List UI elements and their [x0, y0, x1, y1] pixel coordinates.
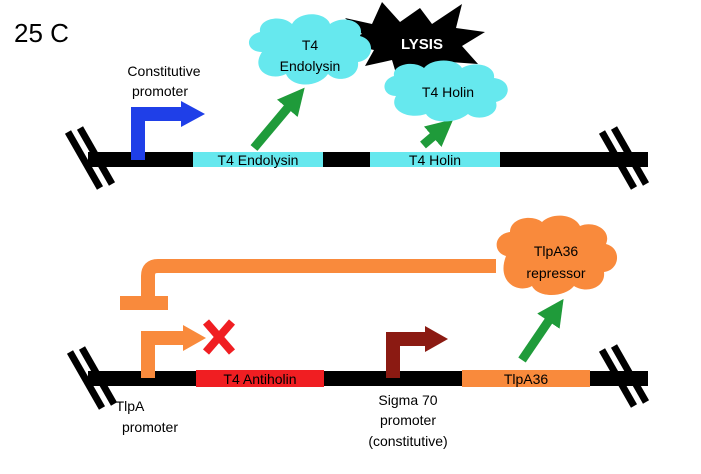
gene-t4-endolysin [193, 152, 323, 167]
gene-t4-antiholin [196, 370, 324, 387]
sigma70-promoter-label-2: promoter [380, 412, 436, 428]
sigma70-promoter-label-3: (constitutive) [368, 433, 447, 449]
top-right-dna-end [598, 126, 650, 190]
endolysin-protein-label-1: T4 [302, 37, 319, 53]
repressor-production-arrow [518, 298, 564, 363]
tlpa36-repressor-cloud [496, 215, 618, 295]
lysis-label: LYSIS [401, 36, 443, 53]
endolysin-production-arrow [250, 87, 305, 151]
gene-t4-holin-label: T4 Holin [409, 152, 461, 168]
constitutive-promoter-icon [131, 101, 205, 160]
constitutive-promoter-label-1: Constitutive [127, 63, 200, 79]
endolysin-protein-label-2: Endolysin [280, 58, 341, 74]
holin-protein-cloud [384, 60, 508, 122]
temperature-label: 25 C [14, 18, 69, 48]
tlpa-promoter-label-2: promoter [122, 419, 178, 435]
tlpa-promoter-icon [141, 325, 206, 378]
tlpa36-repressor-label-1: TlpA36 [534, 243, 579, 259]
sigma70-promoter-icon [386, 326, 448, 378]
top-dna-strand [88, 152, 648, 167]
bottom-circuit: TlpA promoter T4 Antiholin Sigma 70 prom… [66, 215, 650, 449]
gene-tlpa36 [462, 370, 590, 387]
gene-tlpa36-label: TlpA36 [504, 371, 549, 387]
holin-production-arrow [420, 119, 454, 149]
blocked-transcription-icon [202, 319, 236, 355]
top-left-dna-end [64, 126, 116, 190]
constitutive-promoter-label-2: promoter [132, 83, 188, 99]
tlpa36-repressor-label-2: repressor [526, 265, 585, 281]
gene-t4-holin [370, 152, 500, 167]
repression-blunt-end [120, 296, 168, 310]
tlpa-promoter-label-1: TlpA [116, 398, 145, 414]
gene-t4-antiholin-label: T4 Antiholin [223, 371, 296, 387]
top-circuit: Constitutive promoter T4 Endolysin T4 Ho… [64, 2, 650, 190]
endolysin-protein-cloud [248, 14, 372, 85]
gene-t4-endolysin-label: T4 Endolysin [218, 152, 299, 168]
sigma70-promoter-label-1: Sigma 70 [378, 392, 437, 408]
bottom-left-dna-end [66, 346, 118, 410]
bottom-right-dna-end [598, 344, 650, 408]
repression-line [141, 259, 496, 300]
holin-protein-label: T4 Holin [422, 84, 474, 100]
